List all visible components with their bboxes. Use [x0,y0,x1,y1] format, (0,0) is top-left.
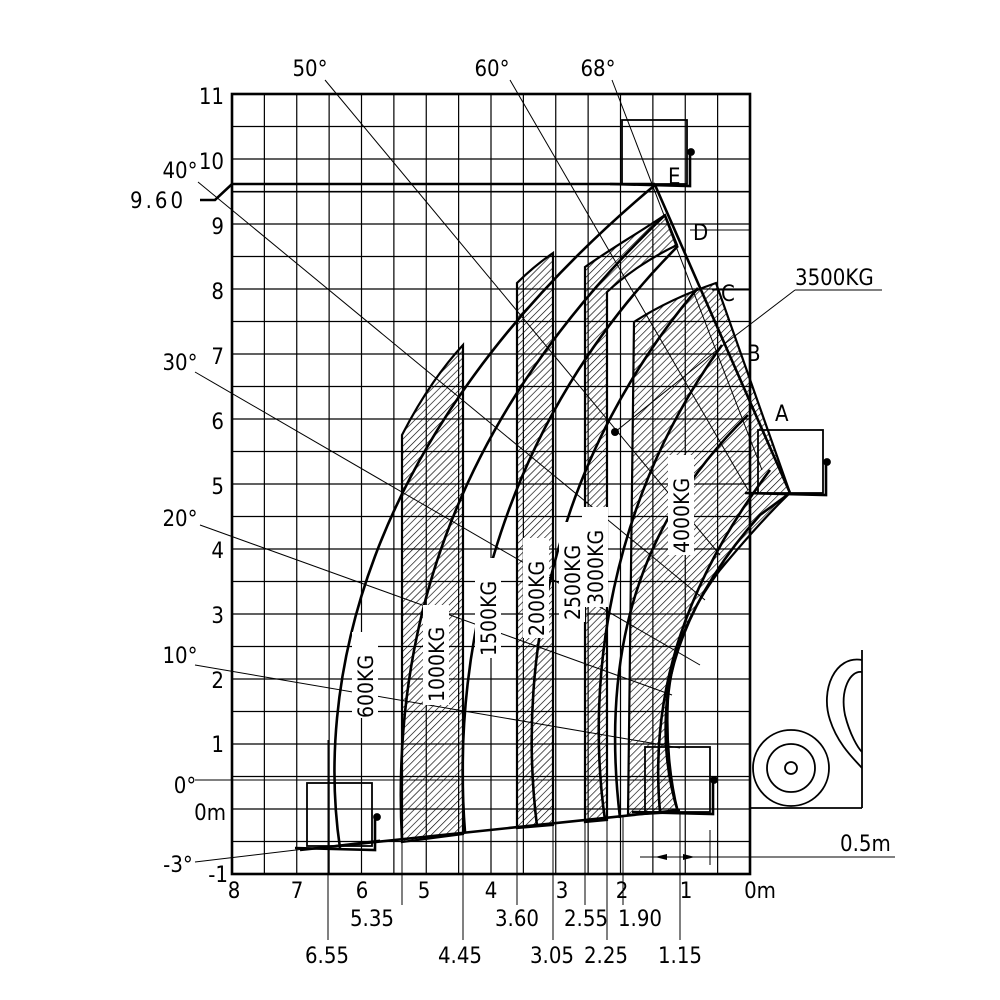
y-axis-labels: 11 10 9 8 7 6 5 4 3 2 1 0m -1 [194,85,228,888]
y-tick: 4 [211,539,224,564]
scale-label: 0.5m [840,832,891,857]
y-tick: 3 [211,604,224,629]
machine-outline [750,650,863,809]
angle-label: 60° [474,57,509,82]
angle-label: -3° [163,853,193,878]
angle-label: 30° [162,351,197,376]
zone-1000kg [400,342,465,844]
basket-e [609,119,695,188]
reach-label: 2.55 [564,907,608,932]
x-tick: 2 [616,879,629,904]
x-tick: 8 [228,879,241,904]
y-tick: -1 [208,863,228,888]
load-curves [200,182,792,852]
load-zone-labels: 600KG 1000KG 1500KG 2000KG 2500KG 3000KG… [352,455,694,718]
curve-3000kg [613,414,749,819]
x-tick: 5 [418,879,431,904]
angle-lines [194,79,763,863]
angle-labels: 50° 60° 68° 40° 30° 20° 10° 0° -3° [162,57,615,878]
angle-label: 68° [580,57,615,82]
x-tick: 7 [291,879,304,904]
right-edge [653,184,792,813]
y-tick: 8 [211,280,224,305]
basket-a [744,429,831,497]
x-tick: 6 [356,879,369,904]
load-label: 2000KG [525,561,549,636]
curve-2500kg [597,344,724,821]
y-tick: 9 [211,215,224,240]
basket-low [631,746,718,816]
reach-label: 2.25 [584,944,628,969]
angle-label: 40° [162,159,197,184]
y-tick: 5 [211,475,224,500]
x-tick: 1 [680,879,693,904]
angle-label: 0° [174,774,196,799]
curve-1500kg [461,245,679,833]
x-tick: 3 [556,879,569,904]
reach-label: 1.90 [618,907,662,932]
reach-label: 4.45 [438,944,482,969]
basket-left [294,782,381,852]
x-axis-labels: 8 7 6 5 4 3 2 1 0m [228,879,776,904]
y-tick: 1 [211,733,224,758]
reach-dimension-labels: 5.35 3.60 2.55 1.90 6.55 4.45 3.05 2.25 … [305,907,702,969]
wheel-icon [752,729,830,807]
angle-label: 50° [292,57,327,82]
curve-4000kg [656,469,772,813]
point-label: E [668,165,681,190]
y-tick: 10 [199,150,224,175]
y-tick: 2 [211,669,224,694]
point-label: C [721,282,735,307]
load-label: 4000KG [670,478,694,553]
y-tick: 6 [211,410,224,435]
curve-1000kg [399,214,666,841]
max-height-label: 9.60 [130,189,186,214]
point-label: A [775,402,789,427]
reach-label: 5.35 [350,907,394,932]
x-tick: 0m [744,879,776,904]
point-labels: E D C B A [668,165,789,427]
reach-label: 1.15 [658,944,702,969]
point-label: D [693,221,708,246]
center-of-gravity-dot [611,428,619,436]
reach-label: 3.05 [530,944,574,969]
y-tick: 0m [194,801,226,826]
load-label: 2500KG [561,545,585,620]
y-tick: 7 [211,345,224,370]
baskets [294,119,831,852]
boom-base-line [299,808,681,852]
load-label: 600KG [354,655,378,718]
load-label: 1000KG [425,627,449,702]
y-tick: 11 [199,85,224,110]
load-label: 3000KG [584,530,608,605]
callout-3500kg: 3500KG [795,266,874,291]
curve-2000kg [530,287,699,827]
outer-envelope-curve [333,184,656,849]
angle-label: 10° [162,644,197,669]
point-label: B [747,342,761,367]
angle-label: 20° [162,507,197,532]
reach-label: 6.55 [305,944,349,969]
reach-label: 3.60 [495,907,539,932]
scale-arrows [655,854,695,860]
load-label: 1500KG [477,581,501,656]
x-tick: 4 [485,879,498,904]
max-height-line [200,182,655,202]
dimension-leaders [327,229,895,940]
